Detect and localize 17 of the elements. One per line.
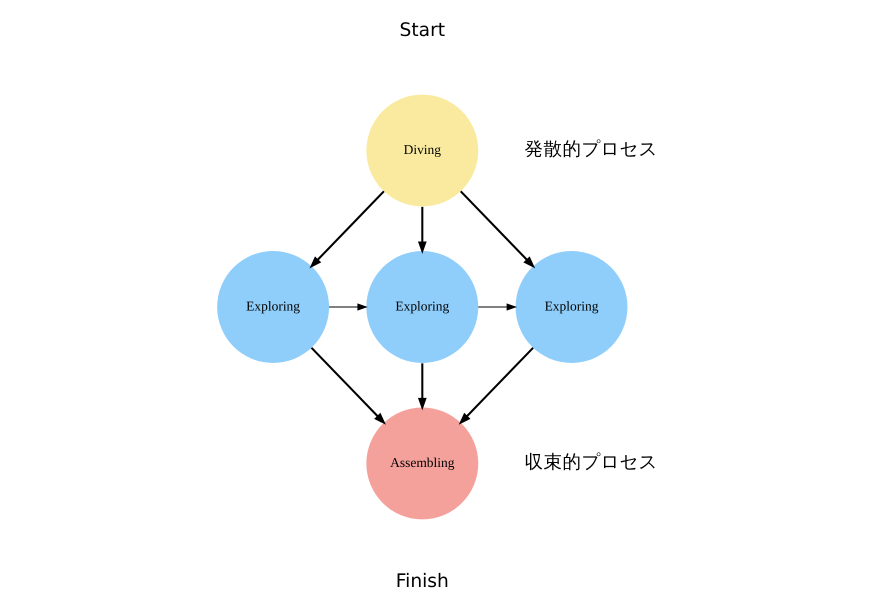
arrow	[418, 363, 427, 410]
arrow	[309, 190, 385, 268]
label: Start	[400, 20, 446, 41]
node-circle: Exploring	[516, 251, 628, 363]
arrow	[478, 303, 517, 311]
label: Finish	[396, 571, 449, 592]
arrow	[460, 190, 536, 268]
node-circle: Exploring	[217, 251, 330, 363]
node-circle: Diving	[366, 94, 478, 206]
node-circle: Assembling	[366, 408, 478, 520]
node-circle: Exploring	[366, 251, 478, 363]
arrow	[418, 206, 427, 254]
arrow	[310, 347, 386, 425]
arrow	[329, 303, 368, 311]
label: 発散的プロセス	[524, 139, 658, 160]
label: 収束的プロセス	[524, 452, 658, 474]
arrow	[458, 347, 534, 425]
